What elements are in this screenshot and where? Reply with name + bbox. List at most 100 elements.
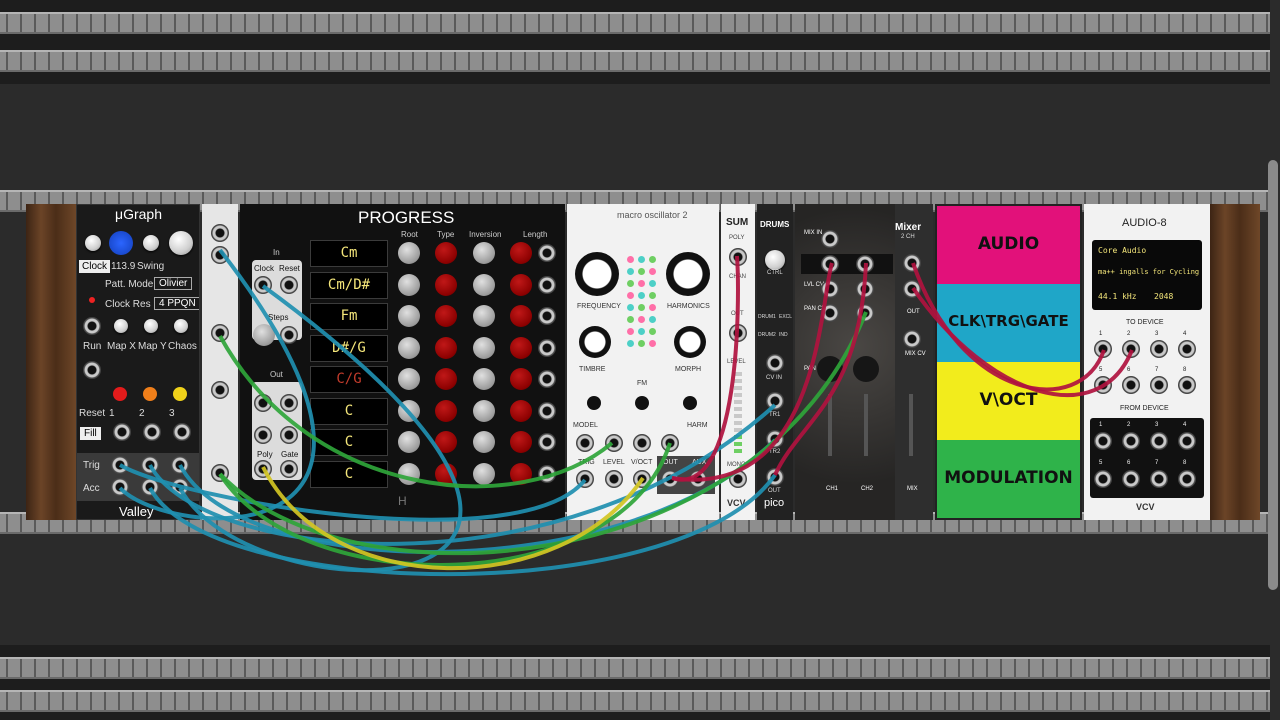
chord-display[interactable]: D#/G [310, 334, 388, 362]
gate-jack-4[interactable] [211, 381, 229, 399]
ch2-in-jack[interactable] [856, 255, 874, 273]
drums-ctrl-knob[interactable] [765, 250, 785, 270]
audio8-driver[interactable]: Core Audio [1098, 246, 1147, 255]
model-led[interactable] [649, 268, 656, 275]
root-knob[interactable] [398, 242, 420, 264]
fm-attenuverter[interactable] [635, 396, 649, 410]
step-gate-jack[interactable] [538, 244, 556, 262]
to-device-jack[interactable] [1150, 340, 1168, 358]
root-knob[interactable] [398, 336, 420, 359]
gate-jack-3[interactable] [211, 324, 229, 342]
pan-knob-1[interactable] [817, 356, 843, 382]
mixer-out-jack-1[interactable] [903, 254, 921, 272]
model-led[interactable] [627, 292, 634, 299]
chord-display[interactable]: C/G [310, 366, 388, 393]
length-knob[interactable] [510, 305, 532, 327]
root-knob[interactable] [398, 462, 420, 485]
lvl-cv-jack-2[interactable] [856, 280, 874, 298]
fader-mix[interactable] [909, 394, 913, 456]
from-device-jack[interactable] [1094, 470, 1112, 488]
model-led[interactable] [649, 340, 656, 347]
model-led[interactable] [638, 316, 645, 323]
model-attenuverter[interactable] [587, 396, 601, 410]
step-gate-jack[interactable] [538, 433, 556, 451]
model-led[interactable] [627, 268, 634, 275]
frequency-knob[interactable] [575, 252, 619, 296]
inversion-knob[interactable] [473, 242, 495, 264]
steps-knob[interactable] [253, 324, 275, 346]
clock-tempo-knob[interactable] [109, 231, 133, 255]
chord-display[interactable]: C [310, 460, 388, 488]
model-led[interactable] [649, 256, 656, 263]
to-device-jack[interactable] [1122, 340, 1140, 358]
chaos-knob[interactable] [174, 319, 188, 333]
to-device-jack[interactable] [1150, 376, 1168, 394]
clock-knob[interactable] [85, 235, 101, 251]
level-jack-macro[interactable] [605, 470, 623, 488]
trig-jack-2[interactable] [141, 456, 159, 474]
type-knob[interactable] [435, 399, 457, 422]
lvl-cv-jack-1[interactable] [821, 280, 839, 298]
model-led[interactable] [638, 328, 645, 335]
morph-attenuverter[interactable] [683, 396, 697, 410]
type-knob[interactable] [435, 242, 457, 264]
root-knob[interactable] [398, 305, 420, 327]
ch1-in-jack[interactable] [821, 255, 839, 273]
pan-knob-2[interactable] [853, 356, 879, 382]
root-knob[interactable] [398, 431, 420, 453]
model-led[interactable] [627, 328, 634, 335]
inversion-knob[interactable] [473, 399, 495, 422]
fader-ch1[interactable] [828, 394, 832, 456]
audio8-sample-rate[interactable]: 44.1 kHz [1098, 292, 1137, 301]
to-device-jack[interactable] [1178, 340, 1196, 358]
from-device-jack[interactable] [1150, 470, 1168, 488]
model-led[interactable] [627, 316, 634, 323]
run-jack[interactable] [83, 317, 101, 335]
voct-jack-macro[interactable] [633, 470, 651, 488]
reset-jack[interactable] [83, 361, 101, 379]
model-led[interactable] [638, 256, 645, 263]
trig-jack-macro[interactable] [576, 470, 594, 488]
aux-jack-macro[interactable] [689, 470, 707, 488]
out-jack-macro[interactable] [661, 470, 679, 488]
step-gate-jack[interactable] [538, 401, 556, 420]
fm-jack[interactable] [633, 434, 651, 452]
chord-display[interactable]: C [310, 429, 388, 456]
swing-amount-knob[interactable] [169, 231, 193, 255]
length-knob[interactable] [510, 431, 532, 453]
chord-display[interactable]: Cm/D# [310, 271, 388, 299]
step-gate-jack[interactable] [538, 307, 556, 325]
drums-tr2-jack[interactable] [766, 430, 784, 448]
fill2-button[interactable] [143, 387, 157, 401]
chord-display[interactable]: C [310, 397, 388, 425]
inversion-knob[interactable] [473, 273, 495, 296]
gate-jack[interactable] [280, 460, 298, 478]
sum-out-jack[interactable] [729, 324, 747, 342]
from-device-jack[interactable] [1178, 432, 1196, 450]
step-gate-jack[interactable] [538, 275, 556, 294]
map-x-knob[interactable] [114, 319, 128, 333]
timbre-knob[interactable] [579, 326, 611, 358]
fill-jack-3[interactable] [173, 423, 191, 441]
type-knob[interactable] [435, 273, 457, 296]
length-knob[interactable] [510, 399, 532, 422]
inversion-knob[interactable] [473, 336, 495, 359]
model-led[interactable] [649, 316, 656, 323]
length-knob[interactable] [510, 242, 532, 264]
model-led[interactable] [638, 280, 645, 287]
out-jack-2[interactable] [280, 394, 298, 412]
trig-jack-3[interactable] [171, 456, 189, 474]
model-led[interactable] [649, 292, 656, 299]
drums-out-jack[interactable] [766, 468, 784, 486]
sum-poly-jack[interactable] [729, 248, 747, 266]
type-knob[interactable] [435, 462, 457, 485]
gate-jack-1[interactable] [211, 224, 229, 242]
to-device-jack[interactable] [1094, 376, 1112, 394]
clock-label[interactable]: Clock [79, 260, 111, 273]
map-y-knob[interactable] [144, 319, 158, 333]
model-jack[interactable] [576, 434, 594, 452]
model-led[interactable] [627, 256, 634, 263]
out-jack-3[interactable] [254, 426, 272, 444]
inversion-knob[interactable] [473, 431, 495, 453]
pan-cv-jack-1[interactable] [821, 304, 839, 322]
